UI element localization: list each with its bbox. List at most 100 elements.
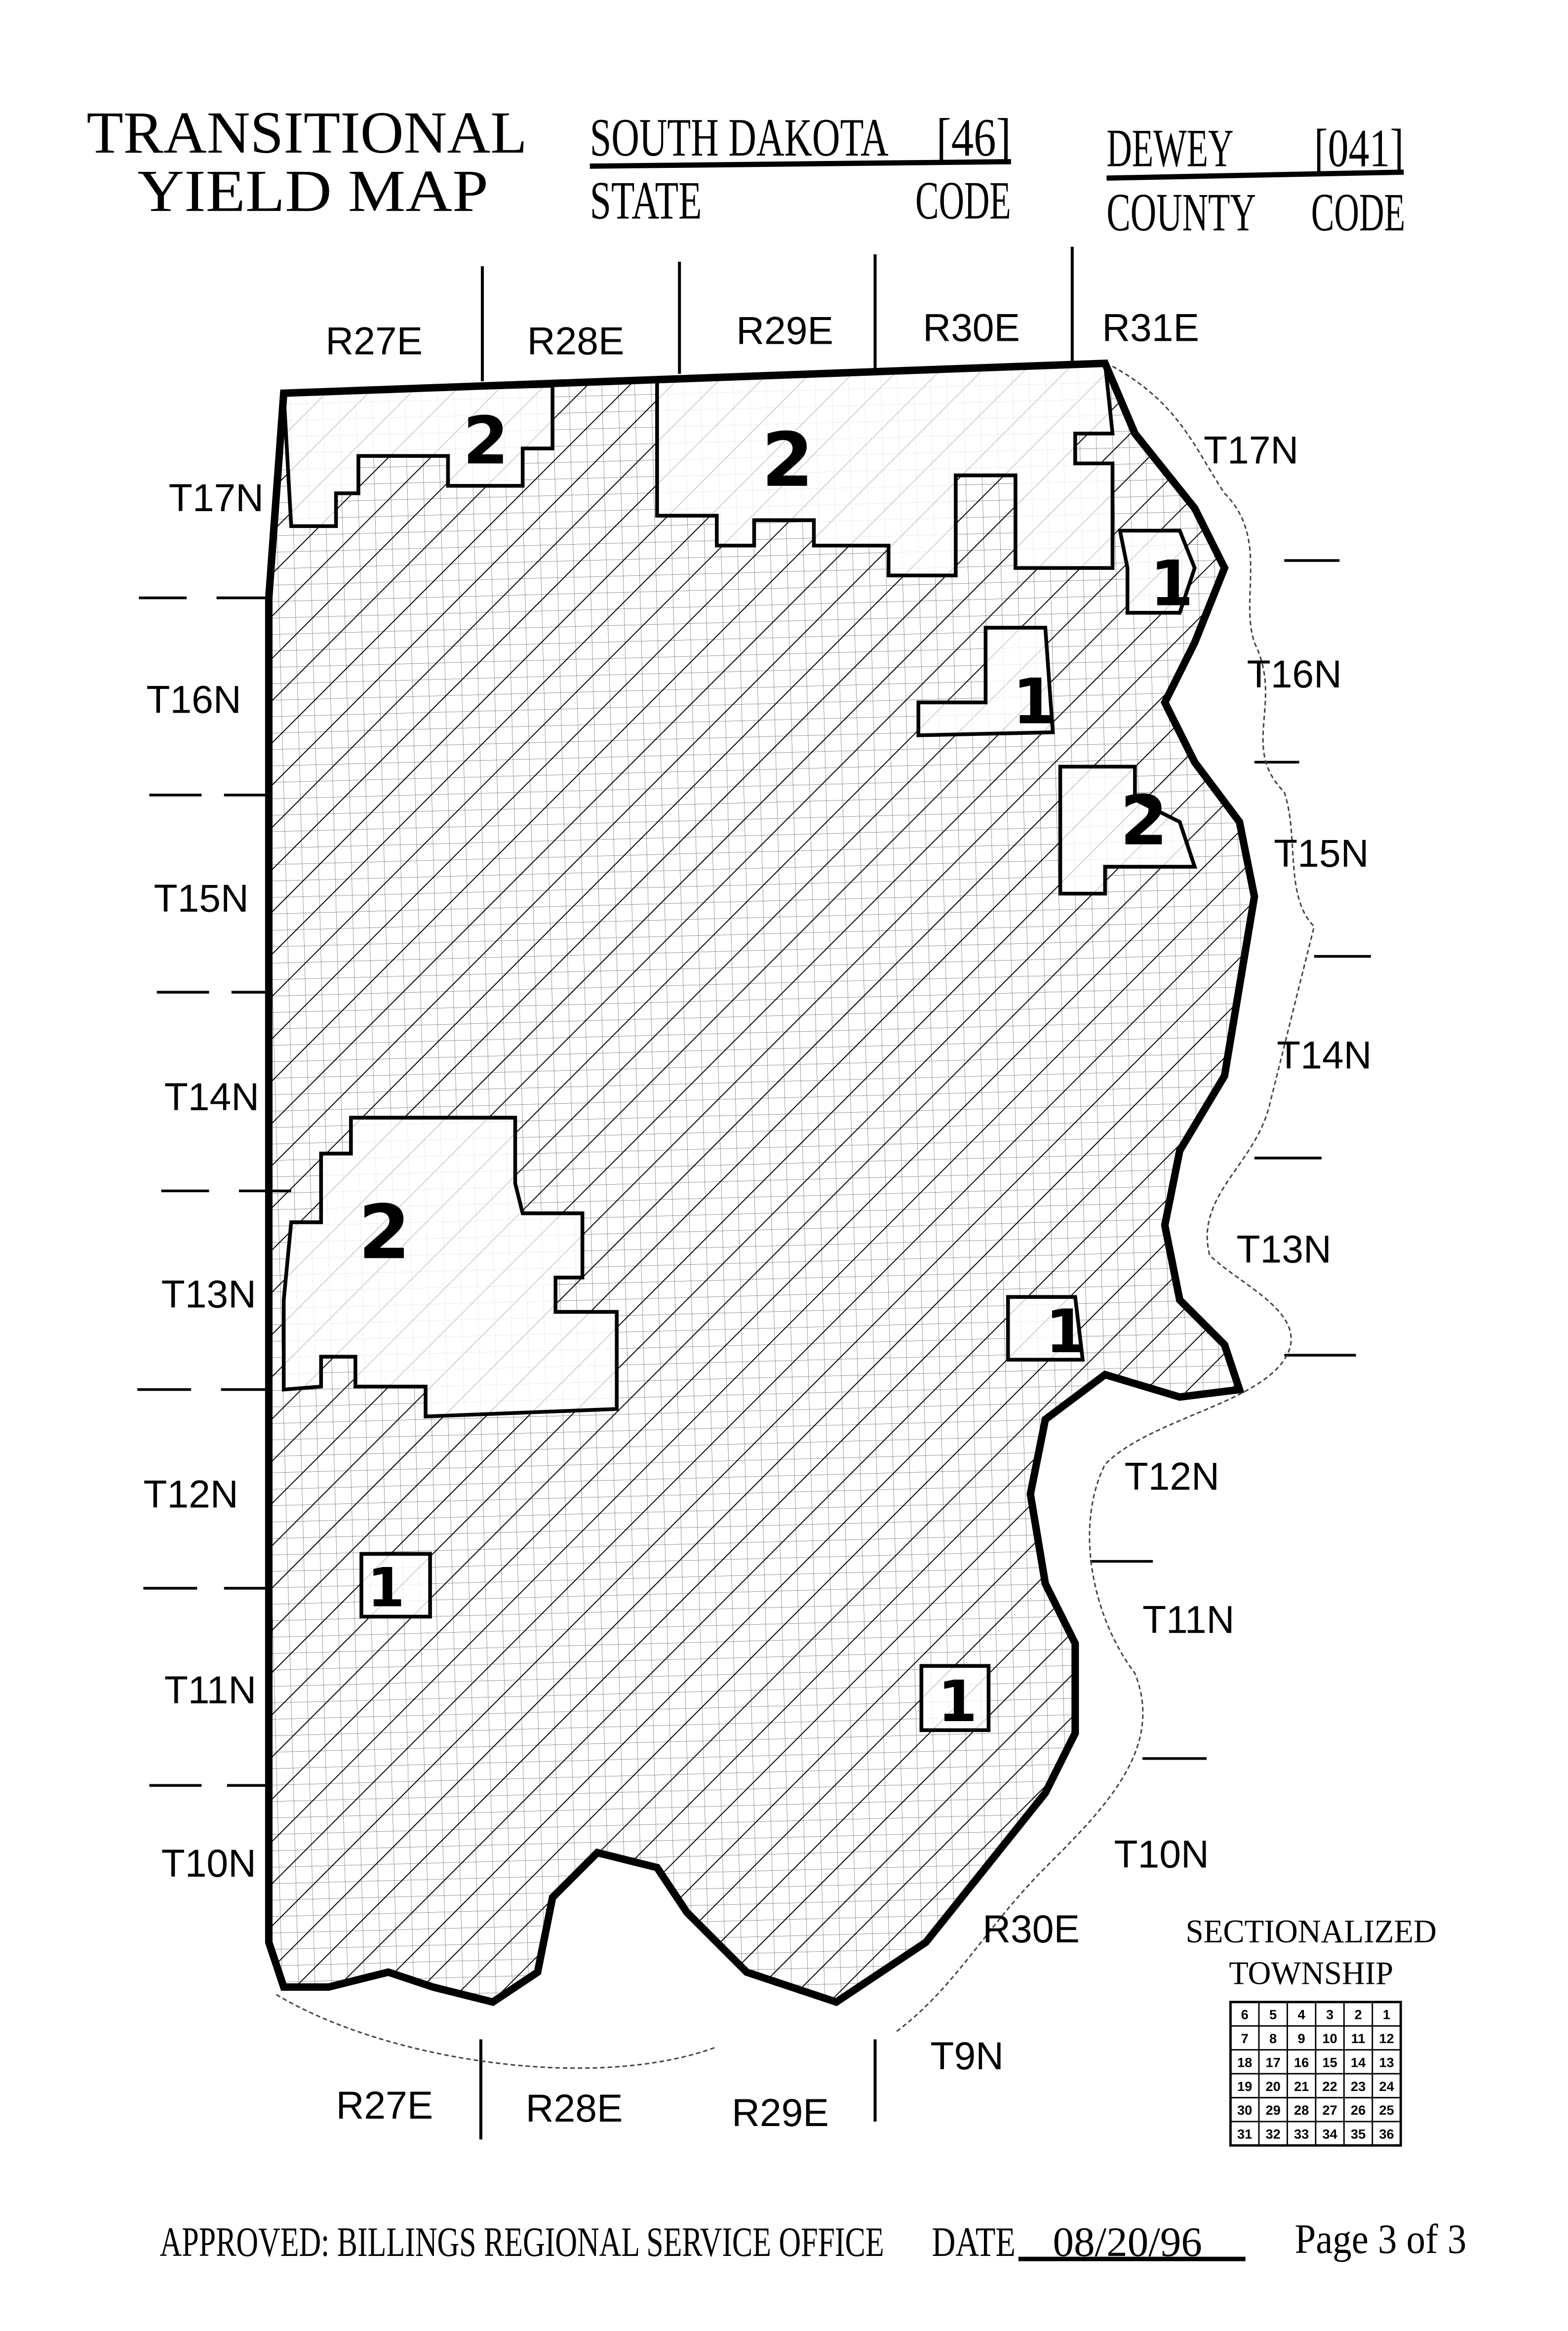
zone-label: 2	[1120, 781, 1168, 861]
township-label-right: T11N	[1142, 1598, 1234, 1642]
range-label-bottom: R29E	[732, 2091, 829, 2134]
township-label-right: T14N	[1277, 1033, 1372, 1077]
township-label-right: T13N	[1237, 1228, 1332, 1271]
header: TRANSITIONAL YIELD MAP SOUTH DAKOTA [46]…	[86, 100, 1405, 242]
legend-section-number: 33	[1294, 2127, 1309, 2142]
legend-section-number: 13	[1379, 2054, 1394, 2070]
legend-section-number: 29	[1265, 2102, 1280, 2118]
legend-section-number: 25	[1379, 2102, 1394, 2118]
range-label-top: R31E	[1102, 306, 1199, 349]
township-label-left: T14N	[164, 1075, 259, 1119]
township-label-right: T12N	[1125, 1454, 1219, 1498]
zone-area-1-northeast	[1117, 528, 1197, 615]
township-label-right: T15N	[1274, 832, 1369, 875]
township-label-left: T12N	[143, 1473, 238, 1516]
township-label-left: T13N	[161, 1272, 256, 1316]
legend-section-number: 18	[1237, 2054, 1252, 2070]
legend-section-number: 20	[1265, 2079, 1280, 2094]
township-label-left: T11N	[164, 1668, 256, 1712]
zone-area-1-t16n	[916, 626, 1055, 737]
date-value: 08/20/96	[1053, 2219, 1202, 2265]
range-labels: R27E R28E R29E R30E R31E R27E R28E R29E …	[325, 306, 1199, 2134]
zone-area-1-t11n	[919, 1664, 991, 1732]
legend-section-number: 15	[1322, 2054, 1337, 2070]
zone-area-2-t15n	[1058, 764, 1198, 896]
range-label-bottom: R28E	[526, 2087, 623, 2130]
state-name: SOUTH DAKOTA	[590, 108, 889, 167]
legend-section-number: 24	[1379, 2079, 1394, 2094]
state-code-label: CODE	[915, 170, 1011, 230]
approved-text: APPROVED: BILLINGS REGIONAL SERVICE OFFI…	[160, 2219, 884, 2265]
zone-label: 1	[1150, 547, 1193, 620]
state-underline	[589, 159, 1011, 169]
legend-section-number: 17	[1265, 2054, 1280, 2070]
legend-section-number: 26	[1351, 2102, 1366, 2118]
range-label-top: R28E	[527, 320, 625, 363]
legend-section-number: 30	[1237, 2102, 1252, 2118]
state-code: [46]	[937, 108, 1011, 167]
township-dividers	[137, 559, 1371, 1787]
legend-section-number: 21	[1294, 2079, 1309, 2094]
zone-label: 1	[367, 1556, 405, 1619]
zone-area-1-t13n-east	[1006, 1295, 1085, 1362]
legend-section-number: 31	[1237, 2127, 1252, 2142]
legend-section-number: 23	[1351, 2079, 1366, 2094]
zone-label: 2	[762, 417, 814, 504]
township-label-right: T16N	[1247, 652, 1342, 696]
legend-section-number: 1	[1383, 2007, 1390, 2022]
county-code-label: CODE	[1311, 182, 1406, 242]
legend-section-number: 27	[1322, 2102, 1337, 2118]
zone-label: 1	[938, 1669, 978, 1735]
zone-label: 1	[1045, 1297, 1087, 1366]
footer: APPROVED: BILLINGS REGIONAL SERVICE OFFI…	[160, 2216, 1467, 2265]
legend-section-number: 3	[1326, 2007, 1333, 2022]
zone-area-1-t12n	[359, 1552, 432, 1619]
township-label-left: T17N	[169, 476, 264, 520]
legend-section-number: 32	[1265, 2127, 1280, 2142]
date-label: DATE	[932, 2219, 1015, 2265]
legend-section-number: 4	[1298, 2007, 1305, 2022]
township-label-bottom: T9N	[930, 2034, 1004, 2078]
county-name: DEWEY	[1106, 118, 1233, 178]
legend-section-number: 10	[1322, 2031, 1337, 2046]
river-shoreline	[275, 365, 1315, 2069]
zone-label: 2	[463, 402, 509, 479]
legend-section-number: 8	[1269, 2031, 1277, 2046]
township-label-left: T16N	[146, 678, 241, 721]
township-labels: T17N T16N T15N T14N T13N T12N T11N T10N …	[143, 428, 1372, 1885]
legend-section-number: 5	[1269, 2007, 1277, 2022]
title-line-1: TRANSITIONAL	[86, 100, 527, 166]
range-label-bottom-right: R30E	[982, 1907, 1080, 1951]
township-label-left: T10N	[161, 1842, 256, 1885]
range-label-top: R27E	[325, 320, 423, 363]
county-label: COUNTY	[1106, 182, 1255, 242]
legend-section-number: 28	[1294, 2102, 1309, 2118]
legend-section-number: 7	[1241, 2031, 1249, 2046]
legend-section-number: 35	[1351, 2127, 1366, 2142]
page-number: Page 3 of 3	[1294, 2216, 1466, 2262]
legend-section-number: 34	[1322, 2127, 1337, 2142]
legend-title-line-1: SECTIONALIZED	[1186, 1914, 1437, 1950]
township-label-left: T15N	[154, 877, 249, 920]
township-label-right: T10N	[1114, 1833, 1209, 1876]
legend-section-number: 9	[1298, 2031, 1305, 2046]
legend-section-number: 2	[1354, 2007, 1362, 2022]
state-label: STATE	[590, 170, 702, 230]
range-label-top: R30E	[923, 306, 1020, 349]
legend-section-number: 14	[1351, 2054, 1366, 2070]
legend-section-number: 16	[1294, 2054, 1309, 2070]
legend-section-number: 22	[1322, 2079, 1337, 2094]
legend-title-line-2: TOWNSHIP	[1229, 1956, 1393, 1992]
title-line-2: YIELD MAP	[137, 158, 488, 224]
zone-labels: 2 2 1 1 2 2 1 1 1	[358, 402, 1194, 1735]
township-label-right: T17N	[1204, 428, 1298, 472]
range-label-bottom: R27E	[336, 2084, 433, 2127]
range-label-top: R29E	[736, 309, 833, 352]
legend-section-number: 36	[1379, 2127, 1394, 2142]
legend-section-number: 11	[1351, 2031, 1366, 2046]
range-dividers	[479, 246, 1074, 2140]
legend-section-number: 12	[1379, 2031, 1394, 2046]
county-underline	[1106, 169, 1404, 181]
